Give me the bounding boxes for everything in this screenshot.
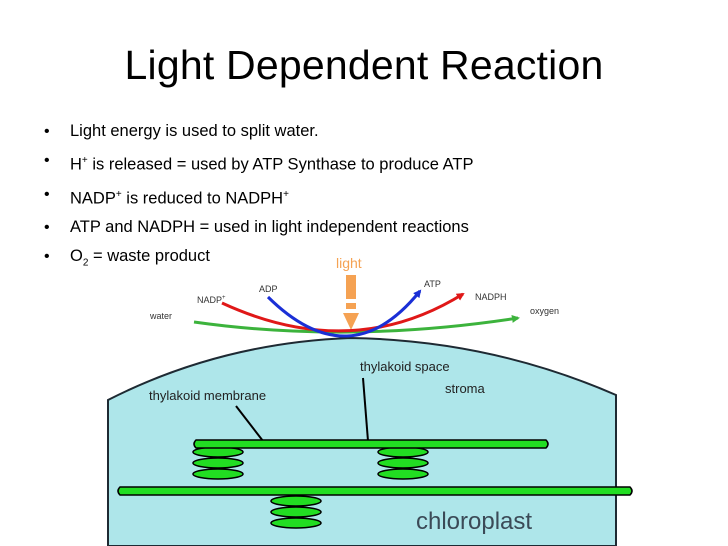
label-stroma: stroma xyxy=(445,381,486,396)
thylakoid-membrane-lower xyxy=(117,486,633,496)
nadp-nadph-arrow xyxy=(221,292,465,333)
granum-left xyxy=(192,446,244,480)
slide-title: Light Dependent Reaction xyxy=(124,42,604,88)
thylakoid-space-pointer xyxy=(362,377,369,442)
granum-middle xyxy=(377,446,429,480)
label-oxygen: oxygen xyxy=(530,306,559,316)
bullet-item: Light energy is used to split water. xyxy=(44,117,473,146)
bullet-item: O2 = waste product xyxy=(44,242,473,277)
label-water: water xyxy=(149,311,172,321)
label-nadp: NADP+ xyxy=(197,295,226,305)
adp-atp-arrow xyxy=(266,289,422,338)
granum-bottom xyxy=(270,495,322,529)
label-adp: ADP xyxy=(259,284,278,294)
label-atp: ATP xyxy=(424,279,441,289)
bullet-item: H+ is released = used by ATP Synthase to… xyxy=(44,146,473,180)
label-thylakoid-membrane: thylakoid membrane xyxy=(149,388,266,403)
bullet-item: NADP+ is reduced to NADPH+ xyxy=(44,180,473,214)
bullet-list: Light energy is used to split water. H+ … xyxy=(44,117,473,277)
thylakoid-membrane-pointer xyxy=(235,405,264,442)
label-chloroplast: chloroplast xyxy=(416,508,532,535)
bullet-item: ATP and NADPH = used in light independen… xyxy=(44,213,473,242)
label-thylakoid-space: thylakoid space xyxy=(360,359,450,374)
light-arrow xyxy=(343,275,359,330)
thylakoid-membrane-upper xyxy=(193,439,549,449)
label-nadph: NADPH xyxy=(475,292,507,302)
label-light: light xyxy=(336,255,362,271)
